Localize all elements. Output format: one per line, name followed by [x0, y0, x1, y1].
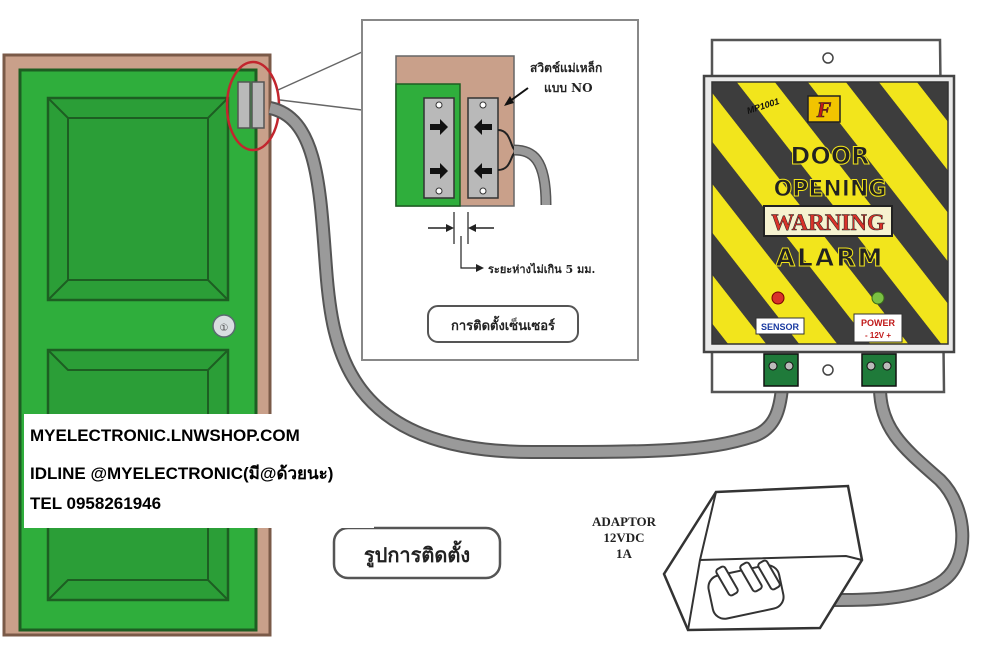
- svg-text:รูปการติดตั้ง: รูปการติดตั้ง: [364, 540, 470, 569]
- title-warning: WARNING: [771, 210, 885, 235]
- title-alarm: ALARM: [776, 243, 885, 272]
- power-polarity: - 12V +: [865, 331, 891, 340]
- power-adaptor: ADAPTOR 12VDC 1A: [592, 484, 864, 632]
- power-terminal: [861, 353, 897, 387]
- sensor-inset: สวิตช์แม่เหล็ก แบบ NO ระยะห่างไม่เกิน 5 …: [361, 19, 639, 361]
- title-opening: OPENING: [774, 177, 887, 202]
- power-led: [871, 291, 885, 305]
- alarm-unit: MP1001 F DOOR OPENING WARNING ALARM SENS…: [702, 38, 956, 394]
- adaptor-label-3: 1A: [616, 546, 633, 561]
- sensor-label: SENSOR: [761, 322, 800, 332]
- switch-label-line1: สวิตช์แม่เหล็ก: [530, 60, 602, 75]
- door-knob: [212, 314, 236, 338]
- contact-tel: TEL 0958261946: [30, 494, 162, 513]
- adaptor-label-1: ADAPTOR: [592, 514, 657, 529]
- adaptor-label-2: 12VDC: [603, 530, 644, 545]
- switch-label-line2: แบบ NO: [544, 81, 593, 95]
- installation-caption: รูปการติดตั้ง: [332, 526, 502, 580]
- cables: [268, 101, 970, 608]
- power-label: POWER: [861, 318, 896, 328]
- svg-text:①: ①: [220, 323, 229, 334]
- door: ①: [2, 53, 272, 637]
- svg-text:F: F: [816, 97, 832, 122]
- sensor-terminal: [763, 353, 799, 387]
- title-door: DOOR: [790, 142, 869, 170]
- door-sensor: [225, 60, 281, 152]
- contact-info: MYELECTRONIC.LNWSHOP.COM IDLINE @MYELECT…: [24, 414, 374, 528]
- gap-label: ระยะห่างไม่เกิน 5 มม.: [488, 262, 595, 276]
- contact-line-id: IDLINE @MYELECTRONIC(มี@ด้วยนะ): [30, 464, 334, 483]
- inset-caption: การติดตั้งเซ็นเซอร์: [451, 315, 555, 334]
- brand-logo: F: [807, 95, 841, 123]
- contact-website: MYELECTRONIC.LNWSHOP.COM: [30, 426, 300, 445]
- sensor-led: [771, 291, 785, 305]
